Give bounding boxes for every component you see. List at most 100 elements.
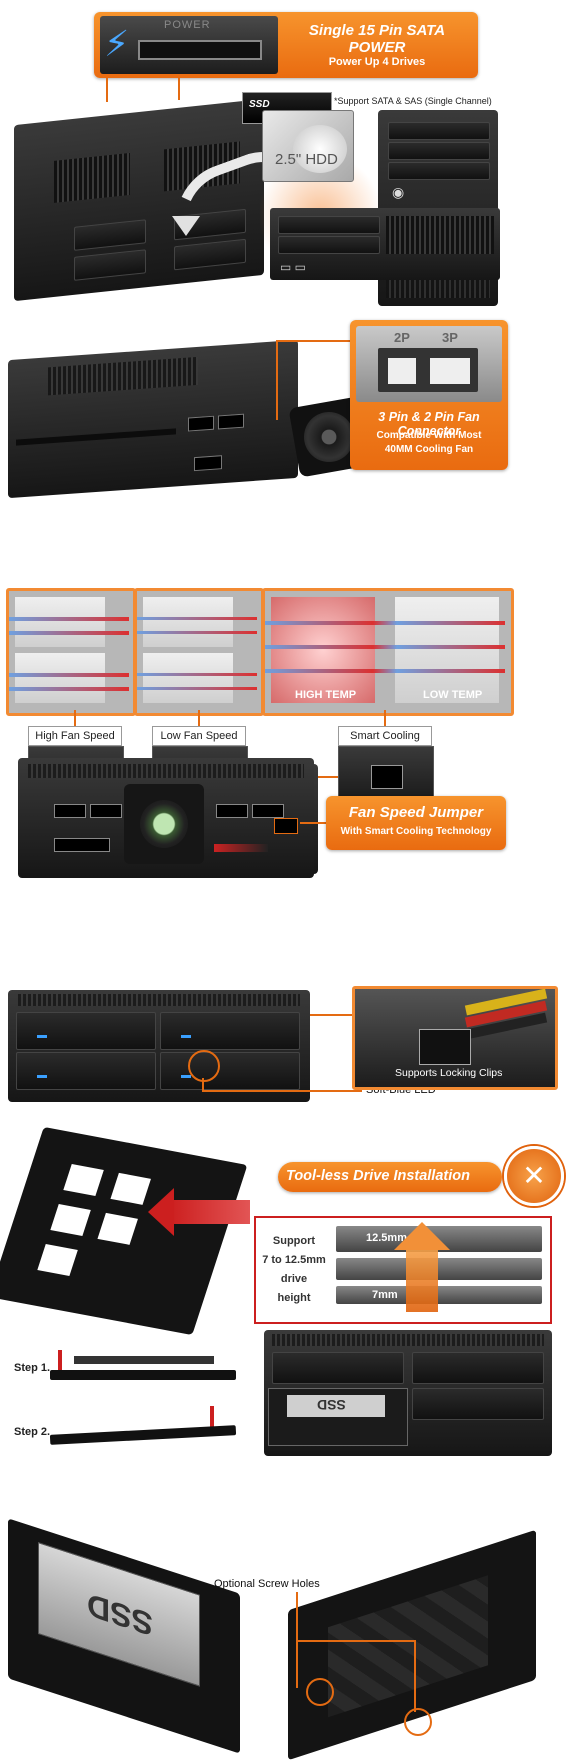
hot-drive-slot — [271, 597, 375, 703]
sata-power-port — [138, 40, 262, 60]
top-grill — [28, 764, 304, 778]
lead-line — [74, 710, 76, 726]
airflow-arrow-icon — [265, 669, 505, 673]
enclosure-tray-out: SSD — [264, 1330, 552, 1456]
tray-cutout — [110, 1172, 151, 1205]
lead-line — [202, 1078, 204, 1090]
up-arrow-shaft-icon — [406, 1248, 438, 1312]
screw-hole-highlight — [306, 1678, 334, 1706]
hdd-label: 2.5" HDD — [275, 151, 338, 168]
drive-slot — [143, 653, 233, 703]
power-banner-text: Single 15 Pin SATA POWER Power Up 4 Driv… — [282, 22, 472, 68]
tray-underside-pattern — [328, 1575, 488, 1718]
step1-drive — [74, 1356, 214, 1364]
enclosure-front — [8, 990, 310, 1102]
lead-line — [414, 1640, 416, 1712]
support-line-1: Support — [272, 1235, 316, 1247]
support-line-3: drive — [280, 1273, 308, 1285]
screw-caption: Optional Screw Holes — [214, 1578, 320, 1590]
tray-ssd: SSD — [287, 1395, 385, 1417]
pulled-tray: SSD — [268, 1388, 408, 1446]
section-led-clips: Soft-Blue LED Supports Locking Clips — [0, 984, 576, 1104]
airflow-arrow-icon — [9, 631, 129, 635]
tower-bay — [388, 122, 490, 140]
sata-port — [54, 804, 86, 818]
tray-ssd-label-large: SSD — [87, 1585, 153, 1644]
usb-port-icon: ▭ ▭ — [280, 260, 307, 274]
drive-bay — [16, 1012, 156, 1050]
led-indicator — [37, 1075, 47, 1078]
step1-arrow-icon — [58, 1350, 62, 1372]
installed-bay — [278, 216, 380, 234]
power-banner-subtitle: Power Up 4 Drives — [328, 56, 426, 68]
rear-fan — [124, 784, 204, 864]
tower-bay — [388, 142, 490, 160]
height-label-7mm: 7mm — [372, 1289, 398, 1301]
toolless-banner: Tool-less Drive Installation — [278, 1162, 502, 1192]
step2-arrow-icon — [210, 1406, 214, 1430]
lead-line — [310, 1014, 352, 1016]
fan-connector-callout: 2P 3P 3 Pin & 2 Pin Fan Connector Compat… — [350, 320, 508, 470]
pin-label-2p: 2P — [394, 330, 410, 345]
screw-hole-highlight — [404, 1708, 432, 1736]
drive-slot — [15, 653, 105, 703]
sata-port — [252, 804, 284, 818]
led-indicator — [37, 1035, 47, 1038]
locking-caption: Supports Locking Clips — [395, 1067, 503, 1079]
arrow-head-icon — [172, 216, 200, 236]
jumper-location — [274, 818, 298, 834]
lightning-icon: ⚡ — [104, 23, 130, 64]
slot-line — [16, 428, 176, 446]
rear-panel-body — [18, 758, 314, 878]
jumper-smart-label: Smart Cooling — [338, 726, 432, 746]
lead-line — [202, 1090, 362, 1092]
lead-line — [384, 710, 386, 726]
hdd-platter — [293, 125, 347, 173]
fan-hub-icon — [140, 800, 188, 848]
step2-label: Step 2. — [14, 1426, 51, 1438]
cool-drive-slot — [395, 597, 499, 703]
section-fan-speed: HIGH TEMP LOW TEMP High Fan Speed Low Fa… — [0, 586, 576, 966]
airflow-panel-low — [134, 588, 264, 716]
airflow-arrow-icon — [9, 673, 129, 677]
power-button-icon: ◉ — [392, 184, 405, 200]
tray-cutout — [37, 1244, 78, 1277]
airflow-arrow-icon — [265, 645, 505, 649]
lead-line — [178, 78, 180, 100]
drive-bay — [272, 1352, 404, 1384]
lead-line — [276, 340, 350, 342]
enclosure-rear — [8, 339, 298, 499]
drive-7mm: 7mm — [336, 1286, 542, 1304]
section-screw-holes: SSD Optional Screw Holes — [0, 1518, 576, 1760]
fan-banner-line2: 40MM Cooling Fan — [384, 444, 474, 455]
power-port — [194, 455, 222, 472]
hdd-card: 2.5" HDD — [262, 110, 354, 182]
installed-grill — [386, 216, 494, 254]
support-line-2: 7 to 12.5mm — [262, 1254, 326, 1266]
airflow-panel-smart: HIGH TEMP LOW TEMP — [262, 588, 514, 716]
tray-cutout — [97, 1212, 138, 1245]
airflow-arrow-icon — [137, 617, 257, 620]
insert-arrow-red-icon — [170, 1200, 250, 1224]
installed-bay — [278, 236, 380, 254]
step1-label: Step 1. — [14, 1362, 51, 1374]
airflow-panel-high — [6, 588, 136, 716]
jumper-low-label: Low Fan Speed — [152, 726, 246, 746]
support-text: Support 7 to 12.5mm drive height — [262, 1232, 326, 1308]
jumper-high-label: High Fan Speed — [28, 726, 122, 746]
low-temp-label: LOW TEMP — [423, 689, 483, 701]
drive-tray — [0, 1126, 248, 1336]
led-circle-highlight — [188, 1050, 220, 1082]
tray-ssd-label: SSD — [317, 1397, 346, 1413]
up-arrow-head-icon — [394, 1222, 450, 1250]
lead-line — [296, 1640, 416, 1642]
toolless-badge-icon: ✕ — [504, 1146, 564, 1206]
tray-cutout — [63, 1164, 104, 1197]
power-banner-title: Single 15 Pin SATA POWER — [308, 22, 446, 56]
drive-bay — [412, 1388, 544, 1420]
drive-bay — [160, 1052, 300, 1090]
jumper-banner: Fan Speed Jumper With Smart Cooling Tech… — [326, 796, 506, 850]
section-power: ⚡ POWER Single 15 Pin SATA POWER Power U… — [0, 0, 576, 330]
header-block — [378, 348, 478, 392]
airflow-arrow-icon — [9, 617, 129, 621]
